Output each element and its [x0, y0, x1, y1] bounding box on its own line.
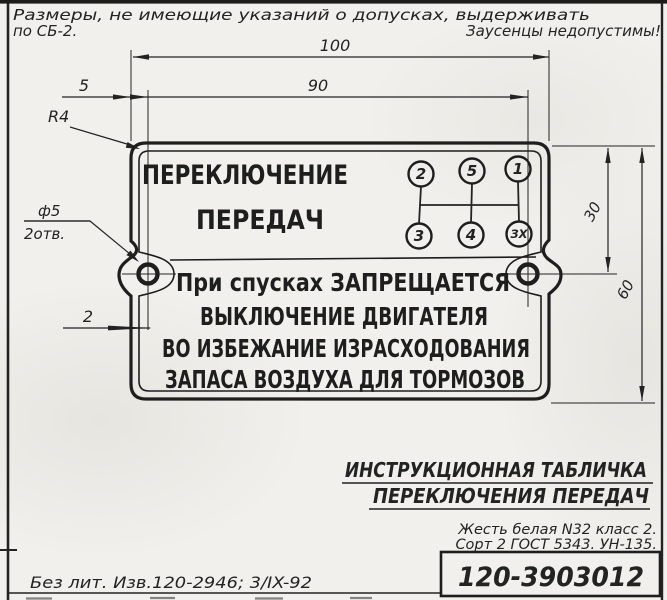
drawing-name-line1: ИНСТРУКЦИОННАЯ ТАБЛИЧКА — [345, 458, 647, 482]
dim-overall-width: 100 — [320, 36, 351, 55]
note-tolerances-line1: Размеры, не имеющие указаний о допусках,… — [13, 6, 590, 24]
gear-label-reverse: ЗХ — [510, 227, 528, 241]
plate-heading-line2: ПЕРЕДАЧ — [196, 205, 324, 236]
gear-label-2: 2 — [416, 165, 426, 183]
dimension-arrows — [108, 54, 645, 401]
dim-edge-depth: 2 — [83, 307, 93, 326]
warning-line4: ЗАПАСА ВОЗДУХА ДЛЯ ТОРМОЗОВ — [165, 365, 525, 394]
gear-label-1: 1 — [513, 160, 523, 178]
gear-label-4: 4 — [465, 226, 476, 244]
note-burrs: Заусенцы недопустимы! — [466, 22, 661, 40]
title-block: ИНСТРУКЦИОННАЯ ТАБЛИЧКА ПЕРЕКЛЮЧЕНИЯ ПЕР… — [30, 458, 662, 598]
part-number-box — [439, 550, 662, 598]
material-line2: Сорт 2 ГОСТ 5343. УН-135. — [455, 537, 657, 553]
part-number: 120-3903012 — [458, 562, 644, 593]
dim-corner-radius: R4 — [48, 107, 69, 126]
plate-heading-line1: ПЕРЕКЛЮЧЕНИЕ — [142, 160, 348, 191]
plate-outline — [117, 141, 563, 401]
gear-label-3: 3 — [414, 227, 424, 245]
plate-warning-text: При спусках ЗАПРЕЩАЕТСЯ ВЫКЛЮЧЕНИЕ ДВИГА… — [162, 268, 530, 394]
cutoff-row-fragments — [26, 596, 372, 600]
dim-hole-edge-offset: 5 — [79, 76, 89, 95]
note-tolerances-line2: по СБ-2. — [13, 22, 77, 40]
dim-hole-top-offset: 30 — [580, 199, 605, 224]
material-line1: Жесть белая N32 класс 2. — [457, 522, 657, 538]
plate-headings: ПЕРЕКЛЮЧЕНИЕ ПЕРЕДАЧ — [142, 160, 348, 236]
revision-note: Без лит. Изв.120-2946; 3/IX-92 — [30, 573, 312, 592]
mounting-holes — [122, 262, 617, 286]
warning-line2: ВЫКЛЮЧЕНИЕ ДВИГАТЕЛЯ — [200, 302, 488, 331]
warning-line1: При спусках ЗАПРЕЩАЕТСЯ — [176, 268, 510, 297]
drawing-name-line2: ПЕРЕКЛЮЧЕНИЯ ПЕРЕДАЧ — [373, 484, 649, 508]
sheet-notes: Размеры, не имеющие указаний о допусках,… — [13, 6, 661, 40]
dim-hole-count: 2отв. — [24, 225, 65, 243]
warning-line3: ВО ИЗБЕЖАНИЕ ИЗРАСХОДОВАНИЯ — [162, 334, 530, 363]
dim-hole-diameter: ф5 — [38, 202, 60, 220]
dim-hole-spacing: 90 — [308, 76, 328, 95]
gear-label-5: 5 — [467, 162, 477, 180]
dim-overall-height: 60 — [613, 277, 638, 302]
gear-shift-pattern: 2 5 1 3 4 ЗХ — [405, 155, 533, 250]
